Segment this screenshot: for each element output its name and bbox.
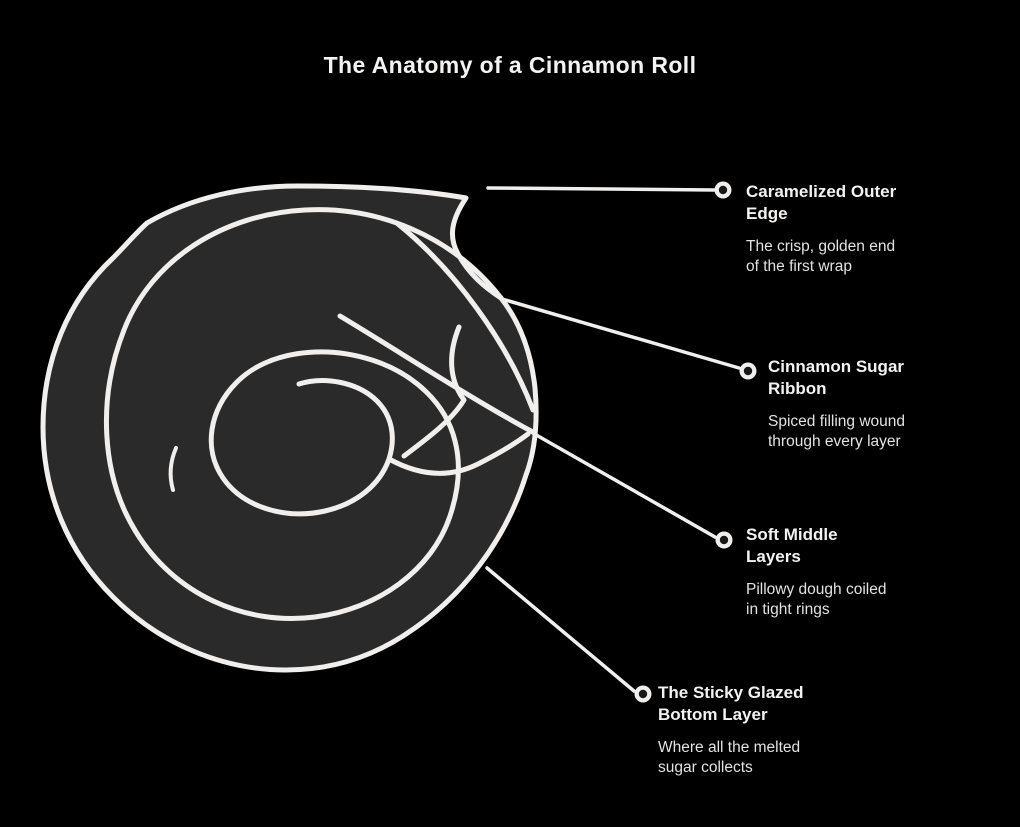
callout-desc-line: The crisp, golden end — [746, 238, 896, 255]
callout-desc-line: Where all the melted — [658, 739, 801, 756]
callout-heading: Caramelized Outer Edge — [746, 181, 896, 225]
leader-line-4 — [485, 566, 636, 693]
callout-heading: The Sticky Glazed Bottom Layer — [658, 682, 804, 726]
peel-fold-line — [401, 324, 467, 459]
leader-dots — [634, 181, 757, 703]
callout-desc-line: in tight rings — [746, 601, 830, 618]
page-title: The Anatomy of a Cinnamon Roll — [323, 52, 697, 78]
callout-heading: Soft Middle Layers — [746, 524, 886, 568]
callout-description: Spiced filling wound through every layer — [768, 412, 905, 452]
callout-bottom-layer: The Sticky Glazed Bottom Layer Where all… — [658, 682, 804, 778]
callout-desc-line: through every layer — [768, 433, 901, 450]
callout-desc-line: of the first wrap — [746, 258, 852, 275]
callout-heading: Cinnamon Sugar Ribbon — [768, 356, 905, 400]
spiral-line — [104, 207, 504, 621]
peel-cut-line — [337, 313, 534, 434]
callout-heading-line: Caramelized Outer — [746, 182, 897, 201]
leader-line-2 — [500, 297, 741, 370]
callout-heading-line: Ribbon — [768, 379, 827, 398]
callout-heading-line: Soft Middle — [746, 525, 838, 544]
core-exit-line — [386, 431, 531, 476]
leader-dot-4 — [634, 685, 652, 703]
callout-heading-line: Bottom Layer — [658, 705, 768, 724]
callout-swirl-ribbon: Cinnamon Sugar Ribbon Spiced filling wou… — [768, 356, 905, 452]
callout-desc-line: Pillowy dough coiled — [746, 581, 887, 598]
leader-line-3 — [529, 430, 717, 539]
callout-desc-line: Spiced filling wound — [768, 413, 906, 430]
callout-heading-line: Layers — [746, 547, 801, 566]
callout-desc-line: sugar collects — [658, 759, 753, 776]
callout-middle-layers: Soft Middle Layers Pillowy dough coiled … — [746, 524, 886, 620]
callout-description: Where all the melted sugar collects — [658, 738, 804, 778]
roll-outline — [40, 183, 539, 673]
leader-dot-3 — [715, 531, 733, 549]
callout-heading-line: Cinnamon Sugar — [768, 357, 905, 376]
double-stroke-sliver — [168, 446, 178, 492]
leader-dot-2 — [739, 362, 757, 380]
peel-sweep-line — [395, 221, 536, 413]
leader-dot-1 — [714, 181, 732, 199]
callout-description: The crisp, golden end of the first wrap — [746, 237, 896, 277]
callout-outer-edge: Caramelized Outer Edge The crisp, golden… — [746, 181, 896, 277]
callout-heading-line: The Sticky Glazed — [658, 683, 804, 702]
callout-description: Pillowy dough coiled in tight rings — [746, 580, 886, 620]
leader-line-1 — [486, 186, 716, 192]
callout-heading-line: Edge — [746, 204, 788, 223]
